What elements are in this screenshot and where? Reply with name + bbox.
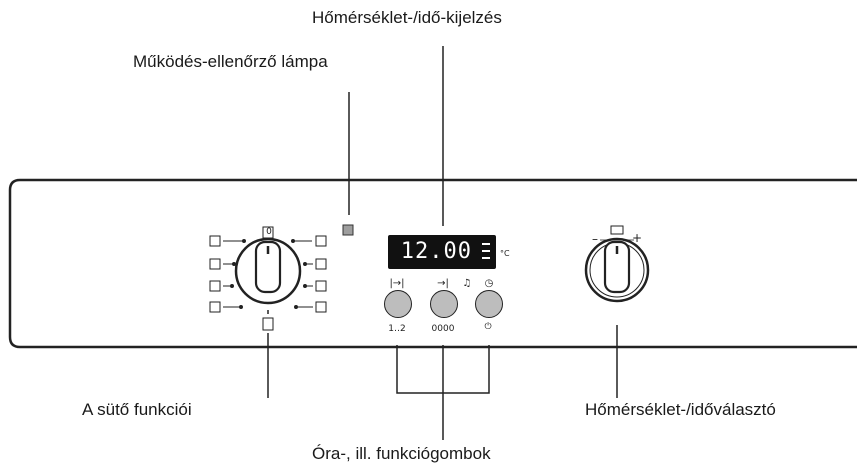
end-time-icon: →|: [437, 278, 449, 289]
clock-icon: ◷: [484, 278, 494, 289]
function-zero-mark: 0: [266, 227, 272, 237]
zero-mark-box: [262, 226, 274, 239]
button-1[interactable]: [384, 290, 412, 318]
right-function-marks: [291, 235, 327, 313]
panel-outline: [8, 178, 857, 349]
temperature-knob[interactable]: [584, 237, 650, 303]
control-lamp: [342, 224, 354, 236]
plus-sign: +: [632, 231, 643, 245]
button-2-sublabel: 0000: [431, 324, 455, 334]
minus-sign: –: [592, 232, 598, 246]
duration-icon: |→|: [389, 278, 405, 289]
power-icon: ⏻: [484, 322, 492, 332]
temp-scale-icon: [610, 225, 624, 235]
display-bars-icon: [482, 243, 490, 261]
bell-icon: ♫: [462, 278, 472, 289]
display-time: 12.00: [400, 239, 472, 264]
label-lamp: Működés-ellenőrző lámpa: [133, 52, 328, 71]
label-display: Hőmérséklet-/idő-kijelzés: [312, 8, 502, 27]
time-display: 12.00: [388, 235, 496, 269]
function-knob[interactable]: [234, 237, 302, 305]
button-2[interactable]: [430, 290, 458, 318]
leader-buttons: [396, 345, 490, 440]
label-functions: A sütő funkciói: [82, 400, 192, 419]
display-unit: °C: [500, 249, 510, 258]
label-selector: Hőmérséklet-/időválasztó: [585, 400, 776, 419]
light-function-icon: [262, 317, 274, 331]
left-function-marks: [209, 235, 246, 313]
button-1-sublabel: 1‥2: [388, 324, 406, 334]
button-3[interactable]: [475, 290, 503, 318]
label-buttons: Óra-, ill. funkciógombok: [312, 444, 491, 463]
